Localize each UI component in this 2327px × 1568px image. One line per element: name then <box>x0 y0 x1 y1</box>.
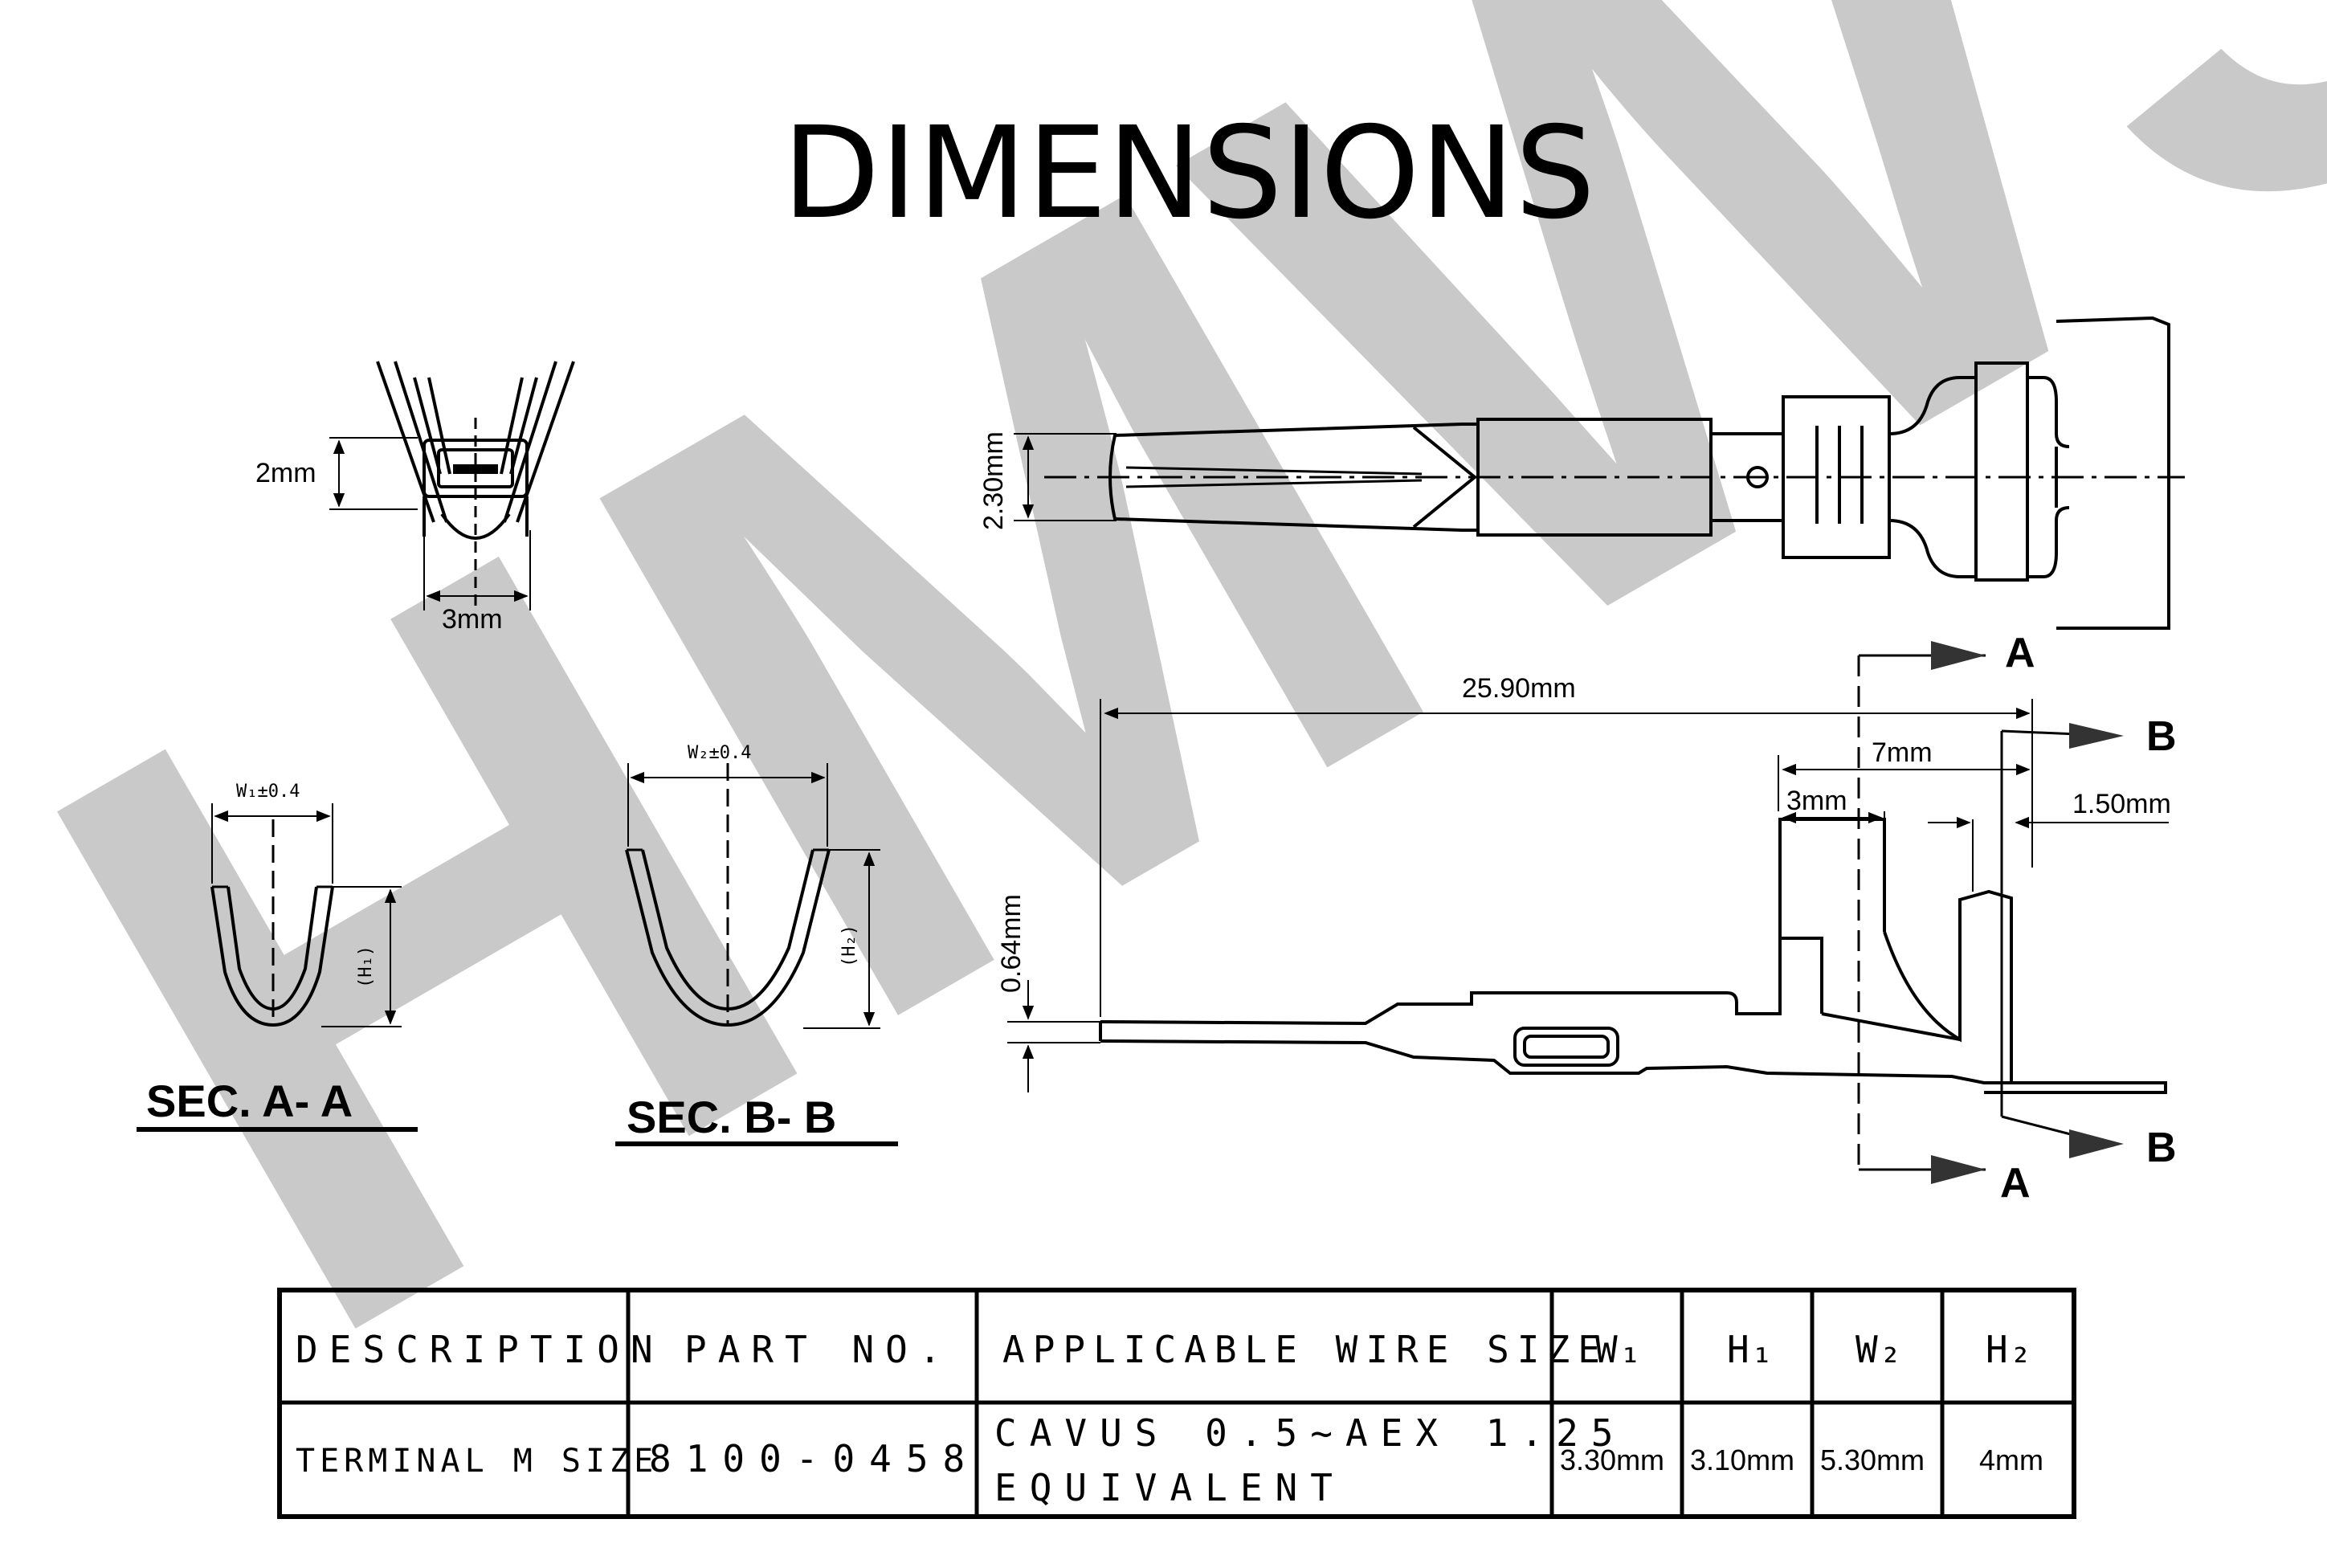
table-header-description: DESCRIPTION <box>296 1328 664 1371</box>
section-aa <box>137 803 418 1132</box>
table-cell-description: TERMINAL M SIZE <box>296 1443 658 1480</box>
front-view <box>329 361 575 610</box>
section-bb-width: W₂±0.4 <box>688 743 751 763</box>
table-header-h1: H₁ <box>1727 1328 1774 1371</box>
page-title: DIMENSIONS <box>782 100 1595 247</box>
table-header-w2: W₂ <box>1855 1328 1903 1371</box>
section-bb <box>615 763 898 1146</box>
cut-b-top-label: B <box>2146 713 2177 760</box>
front-height-label: 2mm <box>255 458 316 488</box>
table-header-h2: H₂ <box>1986 1328 2033 1371</box>
table-cell-wire-line2: EQUIVALENT <box>994 1466 1345 1509</box>
side-profile <box>1007 654 2169 1171</box>
table-cell-wire-line1: CAVUS 0.5~AEX 1.25 <box>994 1411 1627 1455</box>
table-cell-h2: 4mm <box>1979 1443 2043 1476</box>
table-cell-w1: 3.30mm <box>1560 1443 1664 1476</box>
cut-b-bottom-label: B <box>2146 1125 2177 1171</box>
spec-table <box>277 1288 2076 1519</box>
cut-a-bottom-label: A <box>2000 1160 2031 1207</box>
table-cell-w2: 5.30mm <box>1820 1443 1925 1476</box>
section-arrow-heads <box>1931 641 2124 1184</box>
table-header-w1: W₁ <box>1595 1328 1643 1371</box>
top-view <box>1014 316 2185 630</box>
section-aa-width: W₁±0.4 <box>236 782 300 802</box>
table-cell-h1: 3.10mm <box>1690 1443 1794 1476</box>
section-bb-label: SEC. B- B <box>627 1092 836 1142</box>
section-bb-height: (H₂) <box>839 925 859 967</box>
thickness-label: 0.64mm <box>996 894 1027 993</box>
length-label: 25.90mm <box>1462 673 1576 704</box>
front-width-label: 3mm <box>442 604 503 635</box>
section-aa-label: SEC. A- A <box>146 1076 353 1126</box>
table-header-part-no: PART NO. <box>684 1328 953 1371</box>
table-cell-part-no: 8100-0458 <box>649 1437 979 1480</box>
cut-a-top-label: A <box>2005 630 2035 676</box>
dim-7-label: 7mm <box>1872 737 1933 768</box>
section-aa-height: (H₁) <box>356 945 376 988</box>
dim-3-label: 3mm <box>1786 786 1847 816</box>
dim-150-label: 1.50mm <box>2072 789 2171 819</box>
table-header-wire-size: APPLICABLE WIRE SIZE <box>1002 1328 1608 1371</box>
diameter-label: 2.30mm <box>978 431 1009 530</box>
